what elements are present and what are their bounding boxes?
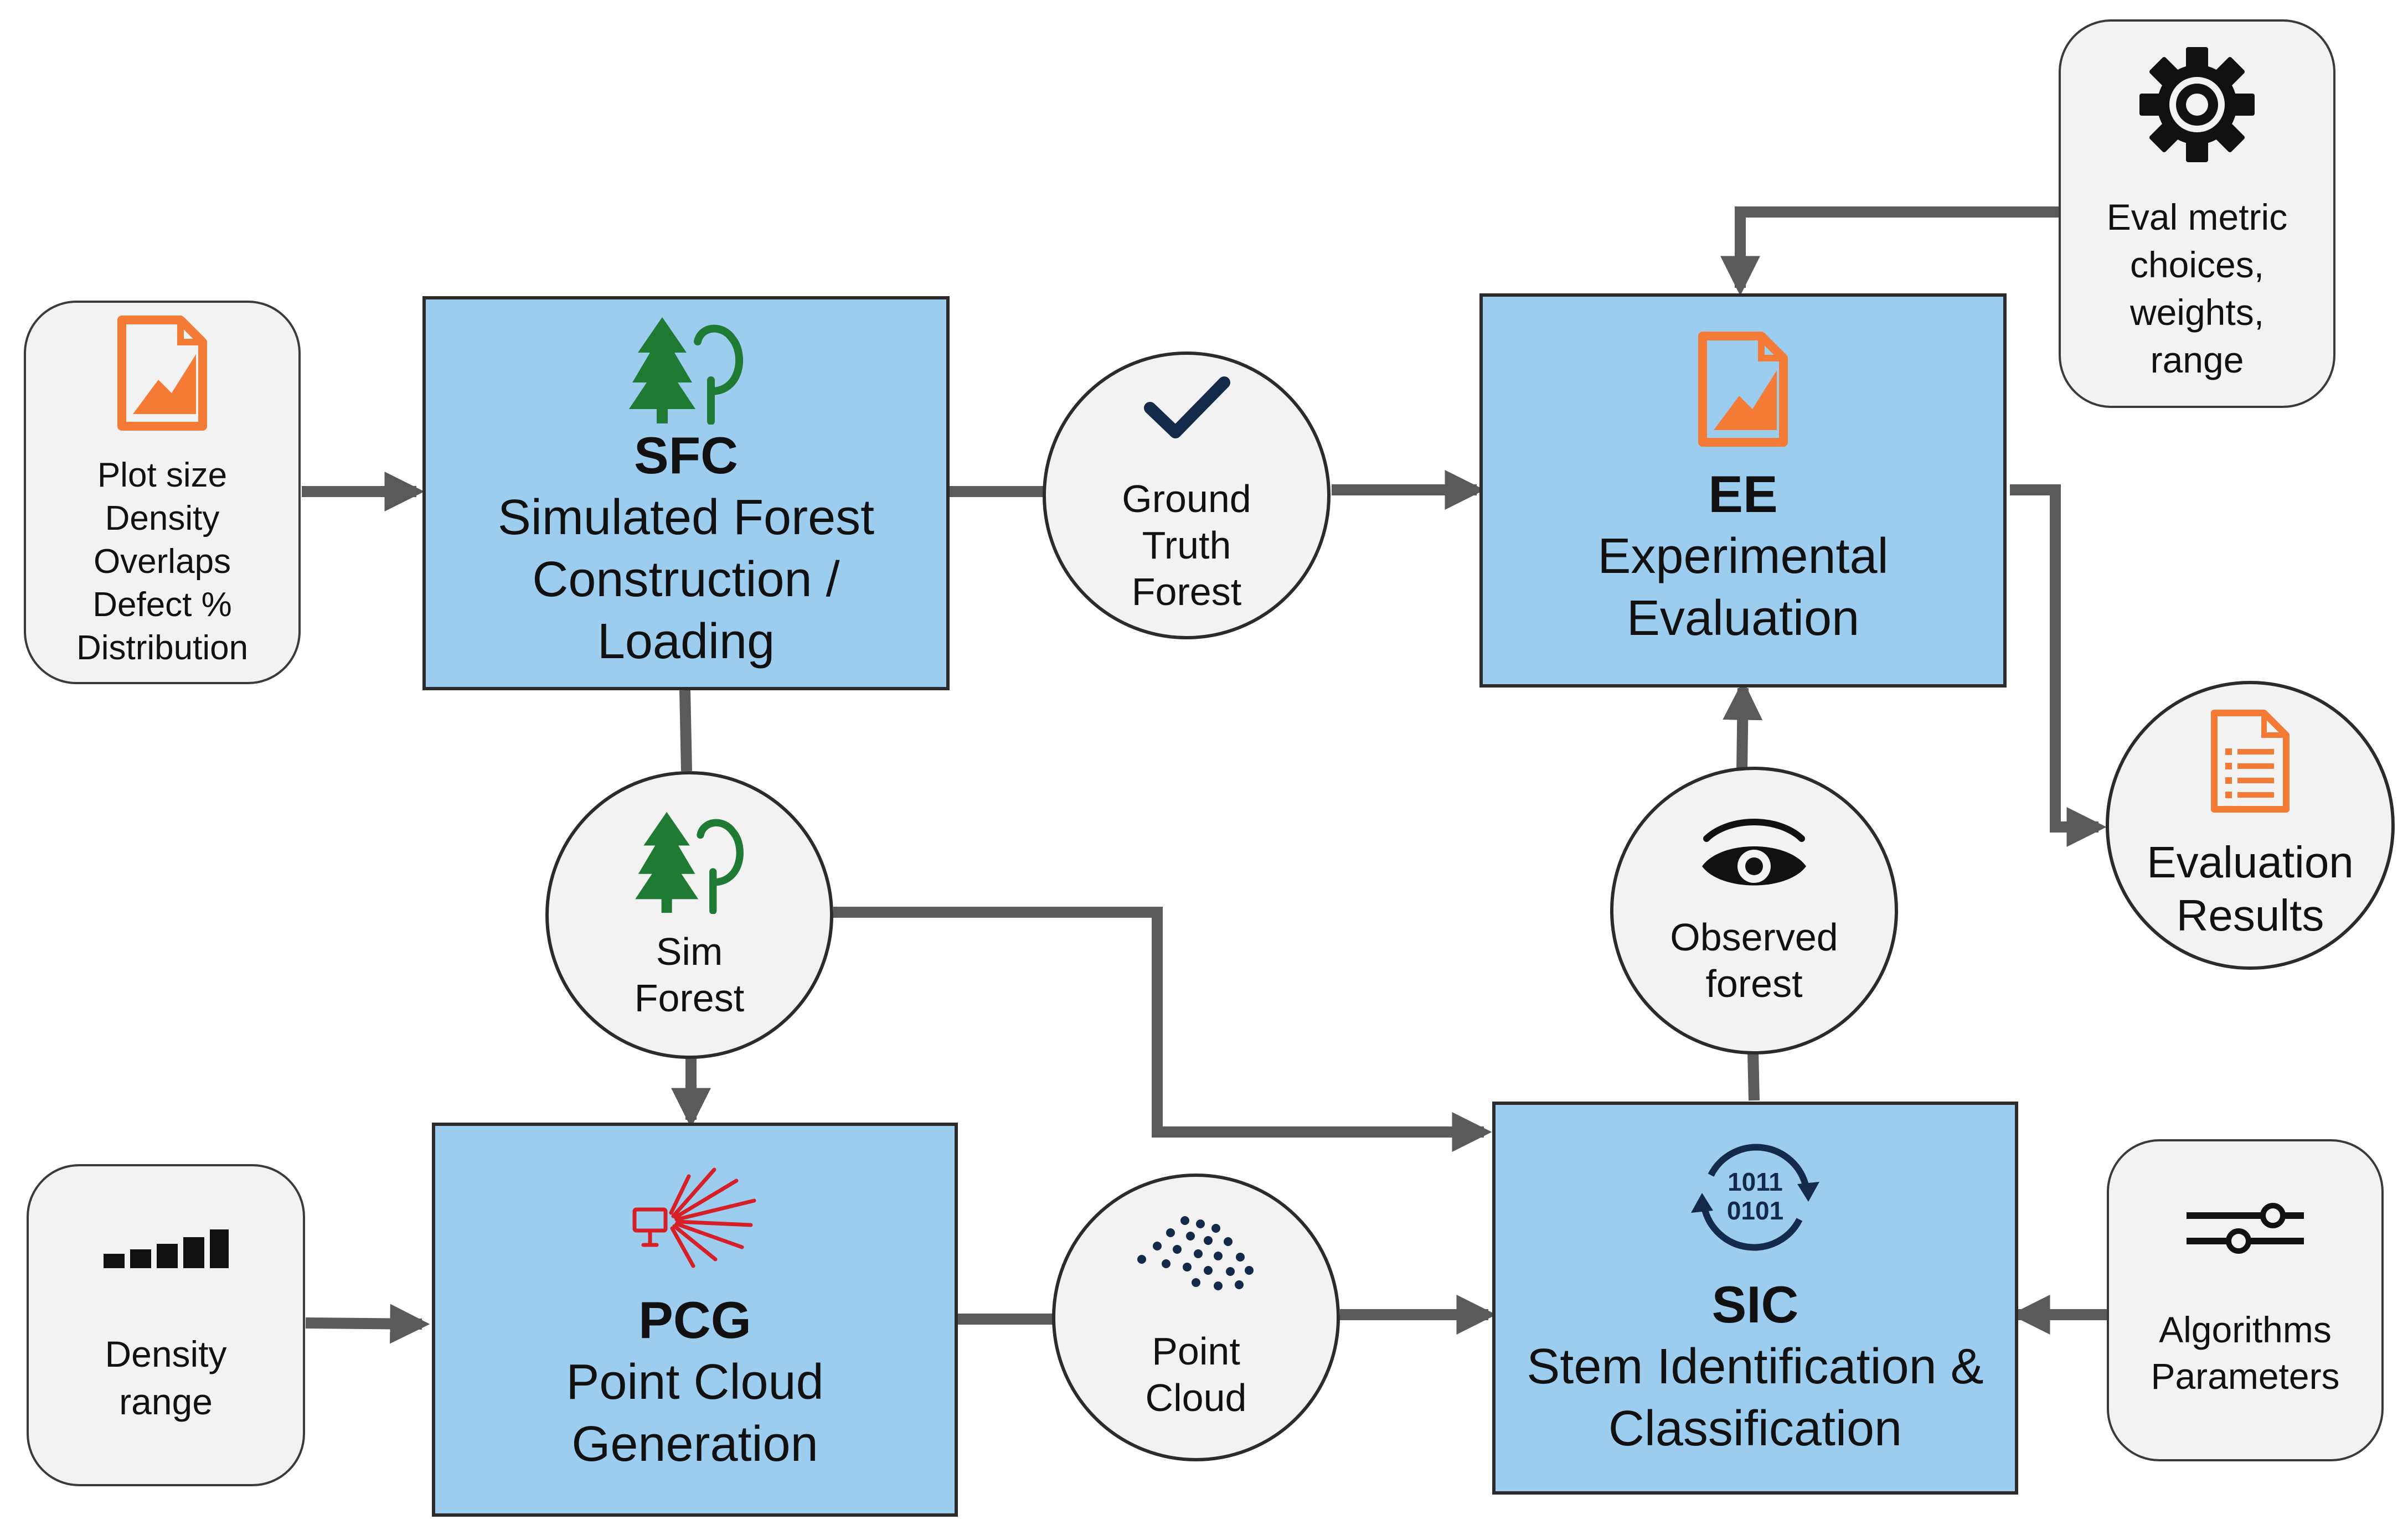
artifact-observed-forest: Observed forest — [1610, 767, 1898, 1055]
note-line: choices, — [2129, 244, 2265, 285]
artifact-label-line: Forest — [1131, 570, 1242, 613]
note-density-range: Density range — [27, 1164, 305, 1486]
point-cloud-icon — [1137, 1216, 1254, 1290]
tree-icon — [635, 811, 744, 914]
note-line: weights, — [2129, 292, 2265, 333]
process-sic: 1011 0101 SIC Stem Identification & Clas… — [1492, 1102, 2018, 1495]
artifact-label-line: Forest — [634, 976, 745, 1020]
note-eval-metric: Eval metric choices, weights, range — [2059, 19, 2335, 408]
binary-row: 0101 — [1727, 1196, 1783, 1225]
checkmark-icon — [1144, 376, 1230, 438]
artifact-label-line: Point — [1152, 1330, 1240, 1373]
artifact-label-line: Truth — [1142, 524, 1231, 567]
note-line: Plot size — [97, 456, 228, 494]
eye-icon — [1702, 819, 1806, 886]
process-abbr: SFC — [634, 426, 738, 484]
artifact-sim-forest: Sim Forest — [545, 771, 833, 1059]
note-line: Eval metric — [2106, 197, 2288, 237]
artifact-ground-truth-forest: Ground Truth Forest — [1043, 352, 1331, 639]
note-line: Parameters — [2151, 1356, 2340, 1397]
artifact-label-line: Cloud — [1145, 1376, 1247, 1419]
artifact-label-line: Observed — [1670, 916, 1838, 959]
artifact-point-cloud: Point Cloud — [1052, 1174, 1340, 1461]
process-title-line: Simulated Forest — [497, 490, 875, 545]
sliders-icon — [2187, 1203, 2304, 1254]
process-title-line: Classification — [1608, 1401, 1902, 1456]
process-abbr: EE — [1708, 465, 1778, 523]
arrow-ee-to-evaluation-results — [2010, 484, 2107, 847]
process-sfc: SFC Simulated Forest Construction / Load… — [422, 296, 950, 690]
process-title-line: Loading — [597, 614, 775, 669]
note-line: Overlaps — [93, 542, 231, 581]
artifact-label-line: forest — [1705, 962, 1803, 1005]
process-ee: EE Experimental Evaluation — [1479, 293, 2007, 688]
note-plot-parameters: Plot size Density Overlaps Defect % Dist… — [24, 301, 301, 684]
report-chart-icon — [117, 315, 207, 431]
process-abbr: SIC — [1711, 1275, 1799, 1333]
process-title-line: Generation — [571, 1417, 818, 1472]
note-line: Distribution — [76, 628, 249, 667]
arrow-eval-metric-to-ee — [1720, 206, 2059, 296]
gear-icon — [2139, 47, 2255, 162]
note-line: Algorithms — [2159, 1309, 2332, 1350]
document-list-icon — [2211, 710, 2290, 813]
process-title-line: Construction / — [532, 552, 840, 607]
process-abbr: PCG — [638, 1291, 751, 1349]
binary-sync-icon: 1011 0101 — [1691, 1144, 1819, 1251]
arrow-observed-forest-to-ee — [1723, 680, 1763, 772]
note-line: Defect % — [92, 585, 232, 624]
note-line: range — [2150, 339, 2244, 380]
binary-row: 1011 — [1728, 1167, 1783, 1196]
note-line: range — [119, 1381, 213, 1422]
artifact-label-line: Evaluation — [2147, 838, 2354, 887]
process-title-line: Point Cloud — [566, 1355, 824, 1410]
lidar-scanner-icon — [632, 1167, 756, 1268]
signal-bars-icon — [103, 1229, 229, 1268]
process-title-line: Stem Identification & — [1527, 1339, 1984, 1394]
line-sic-to-observed-forest — [1747, 1050, 1760, 1101]
artifact-evaluation-results: Evaluation Results — [2106, 681, 2395, 970]
note-line: Density — [105, 1333, 227, 1374]
arrow-sim-forest-to-sic — [833, 907, 1492, 1152]
artifact-label-line: Results — [2176, 891, 2324, 940]
artifact-label-line: Ground — [1122, 477, 1251, 520]
note-algorithms-parameters: Algorithms Parameters — [2107, 1139, 2384, 1461]
report-chart-icon — [1698, 332, 1788, 447]
note-line: Density — [105, 499, 220, 537]
process-title-line: Evaluation — [1626, 591, 1860, 646]
artifact-label-line: Sim — [656, 930, 723, 973]
arrow-density-range-to-pcg — [305, 1304, 430, 1344]
line-sfc-to-sim-forest — [679, 690, 692, 772]
process-title-line: Experimental — [1597, 529, 1889, 584]
process-pcg: PCG Point Cloud Generation — [432, 1123, 958, 1517]
tree-icon — [629, 317, 743, 425]
